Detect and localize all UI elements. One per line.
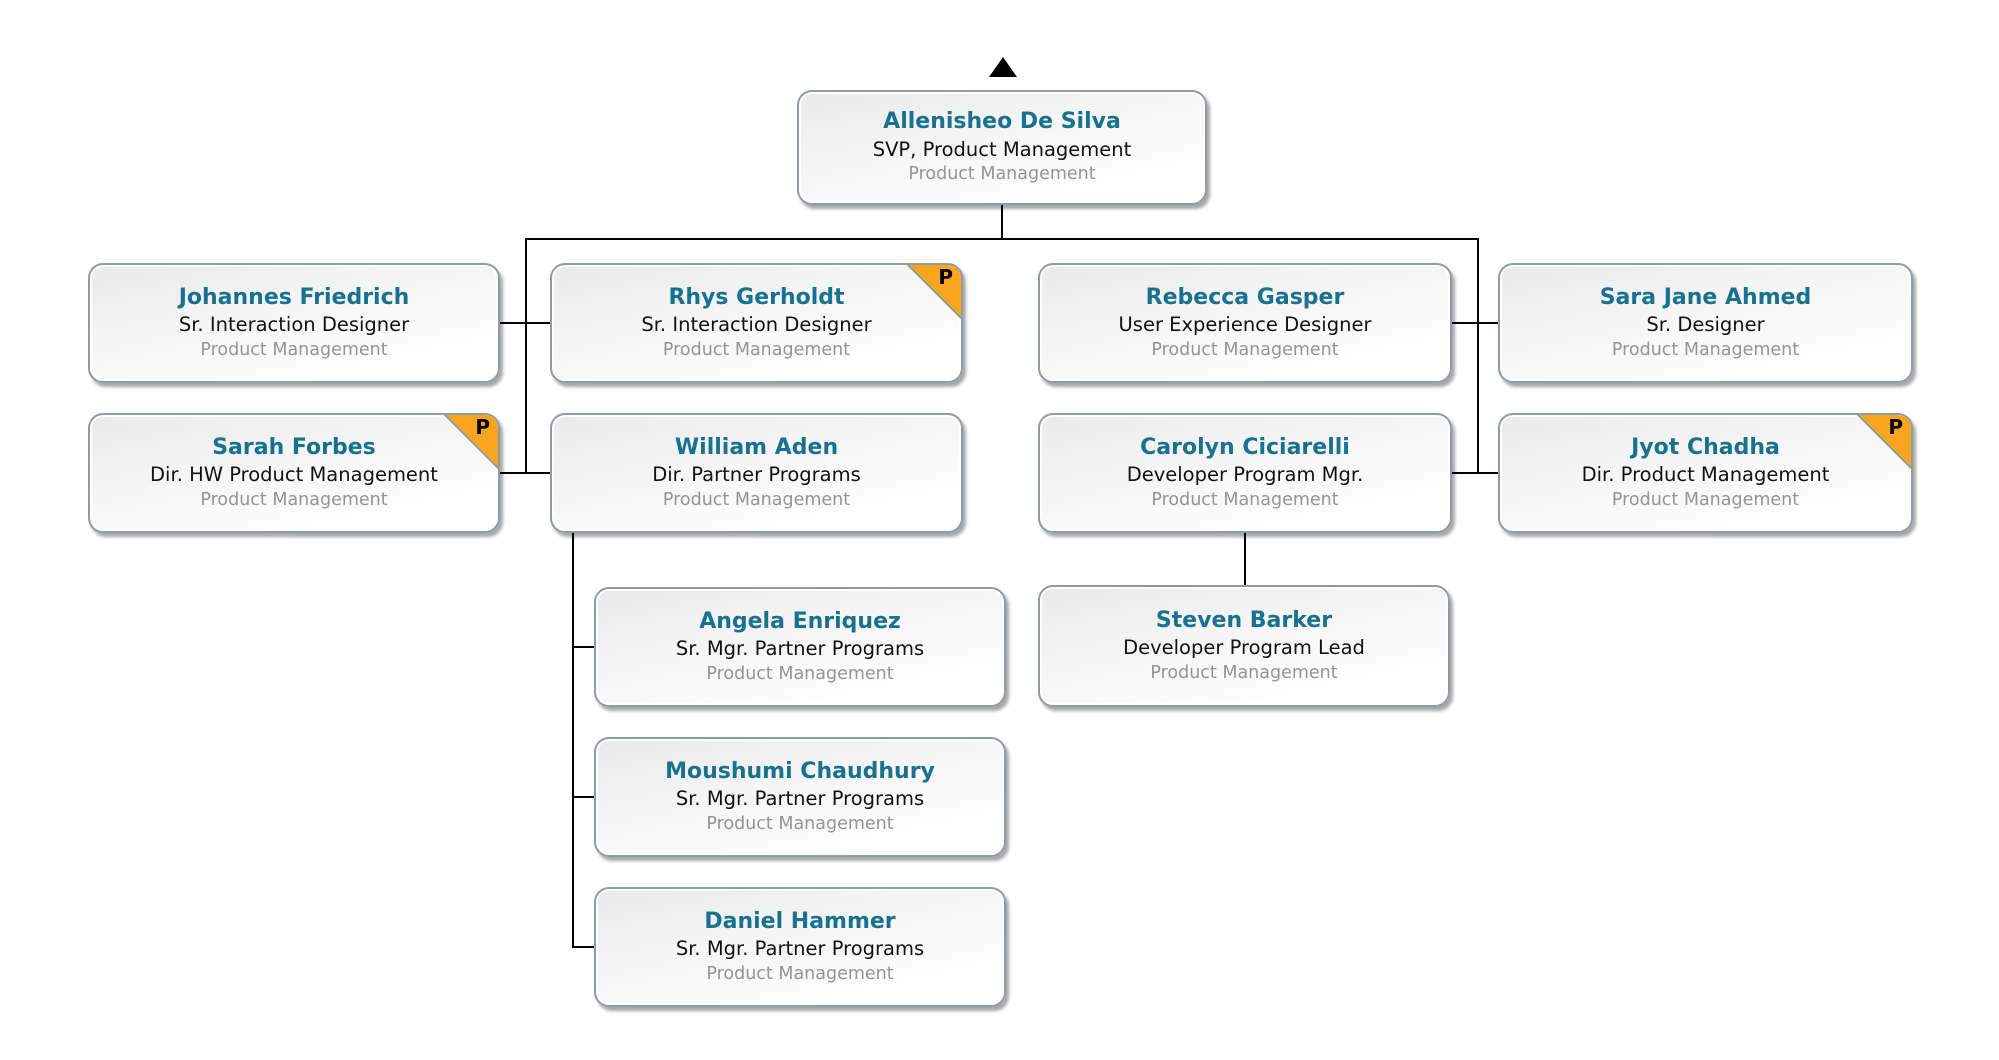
- badge-letter: P: [1888, 415, 1903, 439]
- org-card-allenisheo-de-silva[interactable]: Allenisheo De Silva SVP, Product Managem…: [797, 90, 1207, 205]
- person-department: Product Management: [200, 339, 388, 360]
- person-title: Sr. Mgr. Partner Programs: [675, 637, 925, 661]
- promotion-badge: P: [442, 415, 498, 471]
- connector-rail-left-vertical: [525, 238, 527, 474]
- person-department: Product Management: [1151, 339, 1339, 360]
- person-title: Sr. Mgr. Partner Programs: [675, 937, 925, 961]
- connector-william-children-rail: [572, 533, 574, 948]
- person-title: User Experience Designer: [1118, 313, 1372, 337]
- person-title: Developer Program Lead: [1123, 636, 1365, 660]
- org-card-moushumi-chaudhury[interactable]: Moushumi Chaudhury Sr. Mgr. Partner Prog…: [594, 737, 1006, 857]
- org-card-sara-jane-ahmed[interactable]: Sara Jane Ahmed Sr. Designer Product Man…: [1498, 263, 1913, 383]
- person-title: Dir. HW Product Management: [150, 463, 438, 487]
- person-department: Product Management: [1151, 489, 1339, 510]
- org-card-carolyn-ciciarelli[interactable]: Carolyn Ciciarelli Developer Program Mgr…: [1038, 413, 1452, 533]
- person-name: Johannes Friedrich: [178, 284, 410, 310]
- person-department: Product Management: [706, 813, 894, 834]
- person-name: William Aden: [674, 434, 839, 460]
- person-title: Dir. Partner Programs: [652, 463, 861, 487]
- connector-stub-row1-right: [1452, 322, 1498, 324]
- person-name: Daniel Hammer: [704, 908, 896, 934]
- org-card-steven-barker[interactable]: Steven Barker Developer Program Lead Pro…: [1038, 585, 1450, 707]
- connector-stub-angela: [572, 646, 594, 648]
- connector-stub-moushumi: [572, 796, 594, 798]
- badge-letter: P: [475, 415, 490, 439]
- connector-rail-right-vertical: [1477, 238, 1479, 474]
- connector-stub-row1-left: [500, 322, 550, 324]
- parent-up-arrow-icon[interactable]: [989, 57, 1017, 77]
- badge-letter: P: [938, 265, 953, 289]
- promotion-badge: P: [905, 265, 961, 321]
- badge-corner-triangle-icon: [443, 415, 498, 470]
- person-name: Allenisheo De Silva: [883, 109, 1121, 135]
- person-department: Product Management: [662, 339, 851, 360]
- connector-stub-row2-right: [1452, 472, 1498, 474]
- person-title: Dir. Product Management: [1581, 463, 1830, 487]
- badge-corner-triangle-icon: [1856, 415, 1911, 470]
- person-title: SVP, Product Management: [872, 137, 1132, 161]
- connector-stub-row2-left: [500, 472, 550, 474]
- person-name: Rebecca Gasper: [1145, 284, 1345, 310]
- person-name: Steven Barker: [1155, 607, 1333, 633]
- org-card-johannes-friedrich[interactable]: Johannes Friedrich Sr. Interaction Desig…: [88, 263, 500, 383]
- person-department: Product Management: [908, 164, 1096, 185]
- person-department: Product Management: [1611, 489, 1800, 510]
- org-card-jyot-chadha[interactable]: P Jyot Chadha Dir. Product Management Pr…: [1498, 413, 1913, 533]
- person-name: Jyot Chadha: [1631, 434, 1780, 460]
- person-name: Angela Enriquez: [699, 608, 901, 634]
- badge-corner-triangle-icon: [906, 265, 961, 320]
- org-card-william-aden[interactable]: William Aden Dir. Partner Programs Produ…: [550, 413, 963, 533]
- person-title: Sr. Designer: [1646, 313, 1765, 337]
- connector-root-stem: [1001, 205, 1003, 239]
- person-department: Product Management: [706, 963, 894, 984]
- person-title: Sr. Interaction Designer: [178, 313, 410, 337]
- person-name: Sara Jane Ahmed: [1599, 284, 1812, 310]
- person-name: Rhys Gerholdt: [668, 284, 845, 310]
- org-card-rebecca-gasper[interactable]: Rebecca Gasper User Experience Designer …: [1038, 263, 1452, 383]
- promotion-badge: P: [1855, 415, 1911, 471]
- person-title: Sr. Interaction Designer: [641, 313, 872, 337]
- person-title: Sr. Mgr. Partner Programs: [675, 787, 925, 811]
- connector-rail-horizontal: [525, 238, 1479, 240]
- org-card-daniel-hammer[interactable]: Daniel Hammer Sr. Mgr. Partner Programs …: [594, 887, 1006, 1007]
- person-department: Product Management: [200, 489, 388, 510]
- person-name: Sarah Forbes: [212, 434, 376, 460]
- person-department: Product Management: [1611, 339, 1800, 360]
- connector-steven-stem: [1244, 533, 1246, 587]
- org-card-sarah-forbes[interactable]: P Sarah Forbes Dir. HW Product Managemen…: [88, 413, 500, 533]
- person-department: Product Management: [706, 663, 894, 684]
- person-department: Product Management: [662, 489, 851, 510]
- person-title: Developer Program Mgr.: [1126, 463, 1364, 487]
- person-department: Product Management: [1150, 662, 1338, 683]
- connector-stub-daniel: [572, 946, 594, 948]
- org-card-rhys-gerholdt[interactable]: P Rhys Gerholdt Sr. Interaction Designer…: [550, 263, 963, 383]
- person-name: Moushumi Chaudhury: [665, 758, 935, 784]
- person-name: Carolyn Ciciarelli: [1140, 434, 1350, 460]
- org-card-angela-enriquez[interactable]: Angela Enriquez Sr. Mgr. Partner Program…: [594, 587, 1006, 707]
